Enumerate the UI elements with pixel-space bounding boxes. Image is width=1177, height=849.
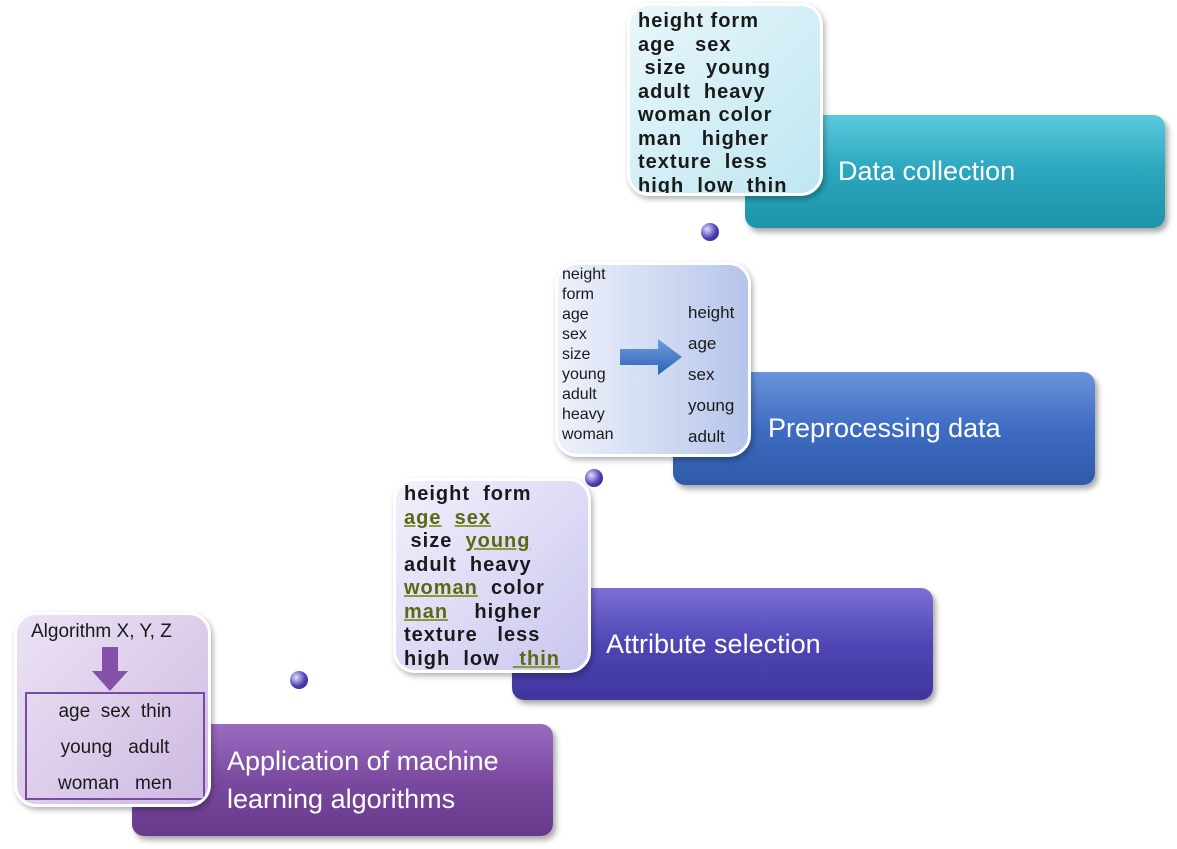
word: high [404,647,451,670]
word-line: woman color [404,577,588,601]
attribute-item: young [688,396,735,415]
cleaned-attribute-list: height age sex young adult [688,297,734,452]
word-line: man higher [638,127,769,150]
word-line: height form [404,483,588,507]
raw-attribute-list: height form age sex size young adult heavy woman [562,265,614,445]
preprocessing-box: height form age sex size young adult heavy woman… [555,262,751,457]
word: form [483,483,532,505]
word-line: high low thin [404,647,588,671]
word-line: size young [638,57,772,79]
word: heavy [469,553,532,576]
result-line: woman men [57,773,173,794]
word-line: age sex [638,33,732,56]
word-line: texture less [638,151,768,173]
algorithm-box: Algorithm X, Y, Z age sex thin young adul… [14,612,211,807]
down-arrow-icon [92,647,128,691]
word: low [463,647,500,670]
results-frame: age sex thin young adult woman men [25,692,205,800]
attribute-item: sex [688,365,715,384]
word-line: height form [638,10,759,32]
word-line: high low thin [638,174,788,196]
word: texture [404,624,478,646]
word: higher [461,600,542,623]
attribute-item: form [562,286,594,303]
selected-word: sex [454,506,491,529]
attribute-item: size [562,346,591,363]
attribute-item: age [562,306,589,323]
word-line: size young [404,530,588,554]
word: color [491,577,545,599]
word-line: man higher [404,601,588,625]
attribute-item: woman [562,426,614,443]
connector-dot [290,671,308,689]
word-line: adult heavy [404,554,588,578]
step-label: Data collection [838,156,1016,186]
word-line: age sex [404,507,588,531]
selected-word: young [465,530,531,552]
attribute-item: height [688,303,735,322]
selected-word: thin [512,647,561,670]
attribute-item: heavy [562,406,605,423]
word-line: woman color [638,104,773,126]
attribute-item: young [562,366,606,383]
result-line: age sex thin [58,701,172,722]
selected-word: woman [404,577,478,599]
selected-word: man [404,600,449,623]
result-line: young adult [60,737,170,758]
word: height [404,483,470,505]
attribute-item: adult [562,386,597,403]
step-label: Preprocessing data [768,413,1001,443]
attribute-item: adult [688,427,725,446]
selected-attributes: age sex thin young adult woman men [27,694,203,802]
right-arrow-icon [620,339,682,375]
word-line: adult heavy [638,80,766,103]
word-line: texture less [404,624,588,648]
connector-dot [701,223,719,241]
step-label: Attribute selection [606,628,821,659]
step-label: Application of machine learning algorith… [227,746,499,814]
attribute-item: sex [562,326,587,343]
word: size [404,530,453,552]
selected-word: age [404,506,442,529]
word: adult [404,553,457,576]
word: less [490,624,541,646]
attribute-item: age [688,334,717,353]
attribute-item: height [562,266,606,283]
algorithm-title: Algorithm X, Y, Z [31,621,172,642]
connector-dot [585,469,603,487]
